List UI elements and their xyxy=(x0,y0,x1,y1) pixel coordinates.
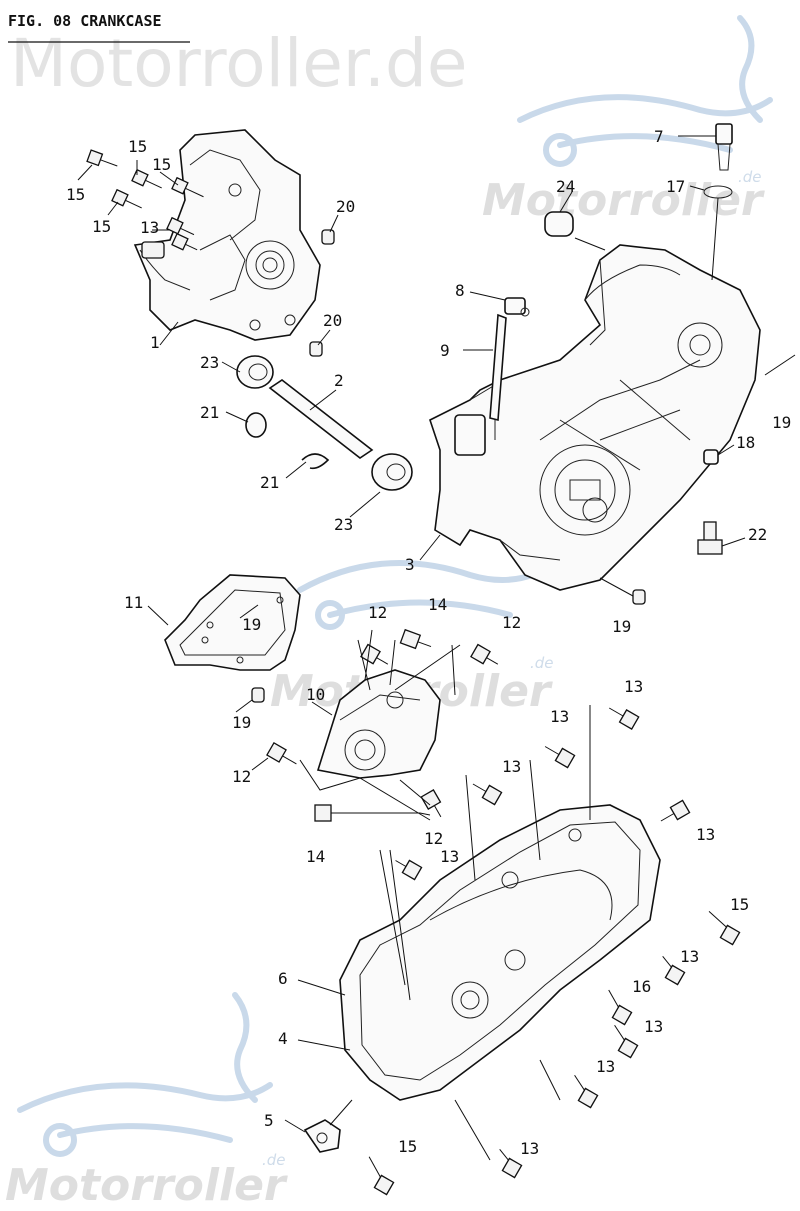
cover-4-6 xyxy=(339,804,661,1101)
callout-7: 7 xyxy=(654,127,664,146)
callout-13: 13 xyxy=(624,677,643,696)
callout-4: 4 xyxy=(278,1029,288,1048)
callout-13: 13 xyxy=(596,1057,615,1076)
scooter-logo-icon xyxy=(17,992,273,1157)
callout-12: 12 xyxy=(502,613,521,632)
callout-13: 13 xyxy=(502,757,521,776)
watermark-brand-text: Motorroller xyxy=(482,175,765,226)
part-1-left-crankcase xyxy=(133,129,321,341)
bolt-22 xyxy=(697,521,723,555)
callout-1: 1 xyxy=(150,333,160,352)
callout-20: 20 xyxy=(323,311,342,330)
dowel-pin-20a xyxy=(321,229,335,245)
watermark-main-text: Motorroller.de xyxy=(10,25,467,102)
callout-21: 21 xyxy=(200,403,219,422)
callout-23: 23 xyxy=(200,353,219,372)
callout-2: 2 xyxy=(334,371,344,390)
callout-15: 15 xyxy=(398,1137,417,1156)
watermark-brand-text: Motorroller xyxy=(5,1160,288,1211)
hose-9 xyxy=(489,313,507,422)
callout-8: 8 xyxy=(455,281,465,300)
dowel-pin-19a xyxy=(632,589,646,605)
callout-18: 18 xyxy=(736,433,755,452)
watermark-suffix-text: .de xyxy=(530,654,554,672)
callout-12: 12 xyxy=(232,767,251,786)
clamp-5 xyxy=(303,1119,341,1153)
washer-18 xyxy=(703,449,719,465)
callout-6: 6 xyxy=(278,969,288,988)
circlip-21b xyxy=(301,453,330,470)
callout-15: 15 xyxy=(152,155,171,174)
callout-13: 13 xyxy=(644,1017,663,1036)
spacer-24 xyxy=(544,211,574,237)
bolt-group-upper-left xyxy=(86,149,204,251)
shaft-2 xyxy=(268,379,374,459)
bearing-23-upper xyxy=(236,355,274,389)
figure-title: FIG. 08 CRANKCASE xyxy=(8,12,162,30)
callout-15: 15 xyxy=(128,137,147,156)
callout-19: 19 xyxy=(772,413,791,432)
callout-13: 13 xyxy=(520,1139,539,1158)
callout-15: 15 xyxy=(66,185,85,204)
watermark-suffix-text: .de xyxy=(738,168,762,186)
callout-11: 11 xyxy=(124,593,143,612)
part-3-right-crankcase xyxy=(429,244,761,591)
callout-24: 24 xyxy=(556,177,575,196)
callout-22: 22 xyxy=(748,525,767,544)
callout-16: 16 xyxy=(632,977,651,996)
cover-10 xyxy=(316,669,441,779)
watermark-suffix-text: .de xyxy=(262,1151,286,1169)
callout-23: 23 xyxy=(334,515,353,534)
callout-13: 13 xyxy=(140,218,159,237)
callout-19: 19 xyxy=(242,615,261,634)
callout-13: 13 xyxy=(550,707,569,726)
scooter-logo-icon xyxy=(517,15,773,167)
callout-21: 21 xyxy=(260,473,279,492)
callout-labels: 15 15 15 15 13 20 20 1 23 2 21 21 23 3 8… xyxy=(66,127,791,1158)
callout-19: 19 xyxy=(232,713,251,732)
callout-20: 20 xyxy=(336,197,355,216)
callout-15: 15 xyxy=(92,217,111,236)
callout-19: 19 xyxy=(612,617,631,636)
bolt-group-lower xyxy=(368,707,741,1196)
bearing-23-lower xyxy=(371,453,413,491)
callout-5: 5 xyxy=(264,1111,274,1130)
callout-15: 15 xyxy=(730,895,749,914)
dowel-pin-20b xyxy=(309,341,323,357)
callout-13: 13 xyxy=(680,947,699,966)
callout-14: 14 xyxy=(306,847,325,866)
breather-nipple-7 xyxy=(715,123,733,171)
callout-13: 13 xyxy=(440,847,459,866)
circlip-21a xyxy=(245,412,267,438)
callout-10: 10 xyxy=(306,685,325,704)
dowel-pin-19c xyxy=(251,687,265,703)
callout-3: 3 xyxy=(405,555,415,574)
gasket-11 xyxy=(164,574,301,671)
leader-7 xyxy=(711,197,719,281)
callout-17: 17 xyxy=(666,177,685,196)
callout-12: 12 xyxy=(424,829,443,848)
hose-fitting-8 xyxy=(504,297,530,317)
leader-lines xyxy=(77,135,796,1161)
callout-13: 13 xyxy=(696,825,715,844)
callout-12: 12 xyxy=(368,603,387,622)
callout-14: 14 xyxy=(428,595,447,614)
callout-9: 9 xyxy=(440,341,450,360)
watermark-layer: Motorroller.de Motorroller .de Motorroll… xyxy=(5,15,773,1211)
